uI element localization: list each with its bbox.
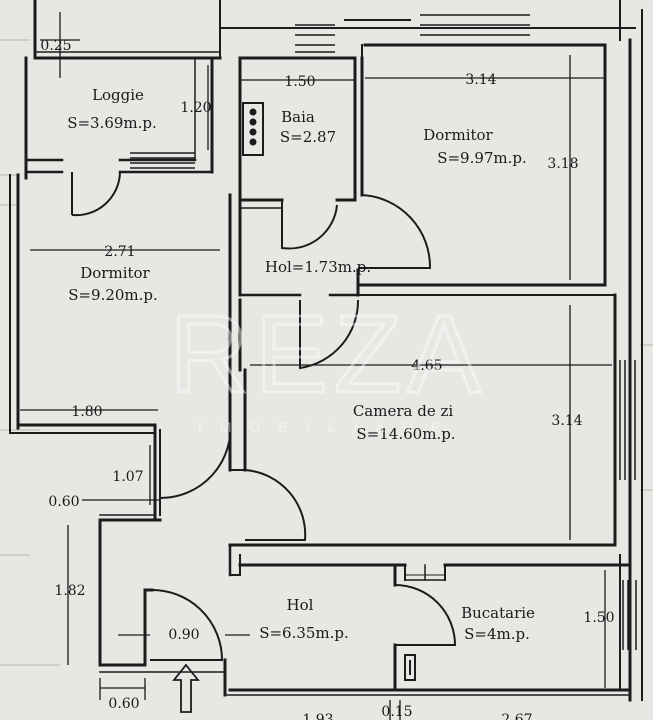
bath-fixture bbox=[242, 102, 416, 681]
room-name-living: Camera de zi bbox=[353, 402, 454, 420]
dim-1-93: 1.93 bbox=[302, 712, 333, 720]
entrance-arrow-icon bbox=[172, 663, 200, 713]
room-area-hall-entry: S=6.35m.p. bbox=[259, 624, 349, 642]
dim-0-60-left: 0.60 bbox=[48, 494, 79, 510]
dim-3-14-right: 3.14 bbox=[551, 413, 582, 429]
door-bedroom-left-hall bbox=[299, 299, 360, 370]
door-loggia bbox=[71, 171, 121, 217]
room-area-bath: S=2.87 bbox=[280, 128, 336, 146]
dim-0-25: 0.25 bbox=[40, 38, 71, 54]
dim-2-71: 2.71 bbox=[104, 244, 135, 260]
dim-1-82: 1.82 bbox=[54, 583, 85, 599]
room-label-hall-small: Hol=1.73m.p. bbox=[265, 258, 371, 276]
room-name-bedroom-right: Dormitor bbox=[423, 126, 493, 144]
dim-1-20: 1.20 bbox=[180, 100, 211, 116]
dimension-lines bbox=[20, 12, 612, 720]
door-bedroom-right bbox=[358, 194, 432, 269]
door-living bbox=[244, 469, 307, 541]
door-entrance bbox=[149, 588, 224, 661]
watermark-logo: REZA bbox=[169, 293, 486, 416]
dim-1-50-kitchen: 1.50 bbox=[583, 610, 614, 626]
room-area-living: S=14.60m.p. bbox=[356, 425, 455, 443]
room-name-bath: Baia bbox=[281, 108, 315, 126]
dim-1-80: 1.80 bbox=[71, 404, 102, 420]
dim-0-90: 0.90 bbox=[168, 627, 199, 643]
door-kitchen bbox=[394, 584, 457, 646]
dim-4-65: 4.65 bbox=[411, 358, 442, 374]
room-area-loggia: S=3.69m.p. bbox=[67, 114, 157, 132]
dim-2-67: 2.67 bbox=[501, 712, 532, 720]
room-name-bedroom-left: Dormitor bbox=[80, 264, 150, 282]
dim-1-50-bath: 1.50 bbox=[284, 74, 315, 90]
dim-1-07: 1.07 bbox=[112, 469, 143, 485]
dim-3-14-top: 3.14 bbox=[465, 72, 496, 88]
watermark: REZA IMOBILIARE bbox=[168, 292, 486, 436]
room-labels: Loggie S=3.69m.p. Baia S=2.87 Dormitor S… bbox=[67, 86, 535, 643]
room-name-kitchen: Bucatarie bbox=[461, 604, 535, 622]
window-marks bbox=[130, 14, 637, 650]
room-name-hall-entry: Hol bbox=[287, 596, 314, 614]
dim-0-60-bottom: 0.60 bbox=[108, 696, 139, 712]
dimension-labels: 0.25 1.20 1.50 3.14 3.18 2.71 4.65 3.14 … bbox=[40, 38, 614, 720]
dim-3-18: 3.18 bbox=[547, 156, 578, 172]
room-name-loggia: Loggie bbox=[92, 86, 144, 104]
room-area-bedroom-left: S=9.20m.p. bbox=[68, 286, 158, 304]
door-bedroom-left bbox=[159, 419, 232, 500]
watermark-subtitle: IMOBILIARE bbox=[198, 419, 458, 435]
dim-0-15: 0.15 bbox=[381, 704, 412, 720]
door-bath bbox=[281, 200, 338, 250]
room-area-kitchen: S=4m.p. bbox=[464, 625, 530, 643]
door-swings bbox=[71, 171, 457, 661]
room-area-bedroom-right: S=9.97m.p. bbox=[437, 149, 527, 167]
